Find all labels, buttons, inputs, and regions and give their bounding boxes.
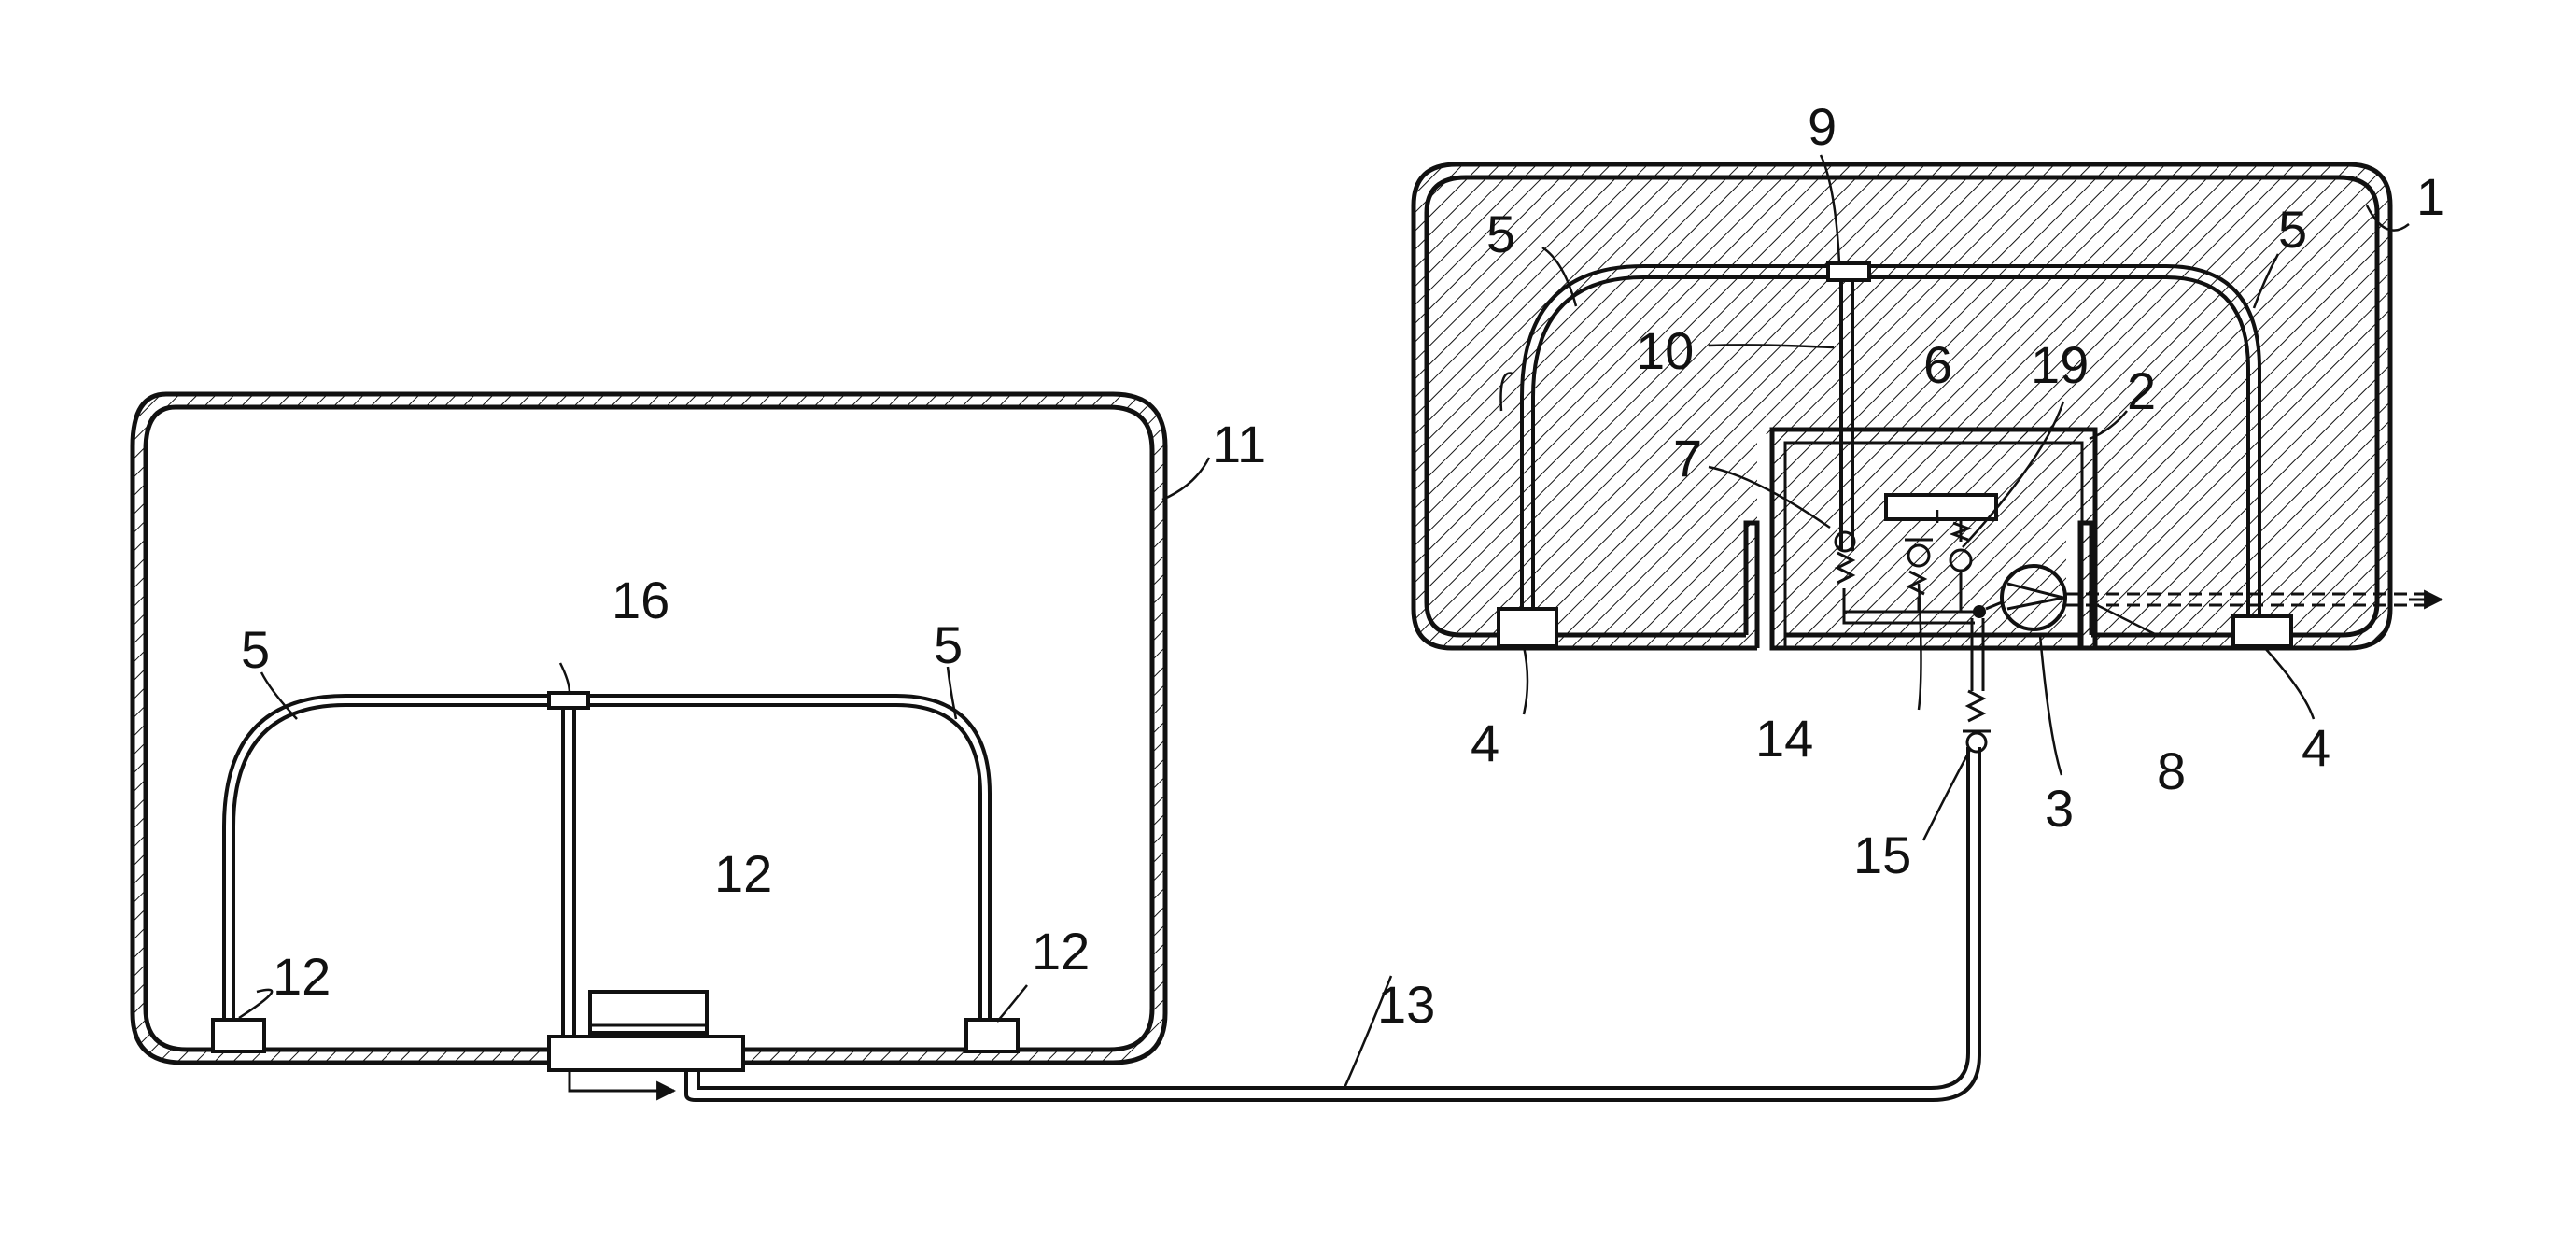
label-7: 7 <box>1673 429 1702 487</box>
base-block <box>549 1037 743 1070</box>
connecting-pipe <box>686 747 1979 1100</box>
label-13: 13 <box>1377 975 1435 1034</box>
foot-right-right-tank <box>2233 616 2291 646</box>
label-4-right: 4 <box>2302 718 2330 777</box>
label-1: 1 <box>2416 167 2445 226</box>
label-15: 15 <box>1853 826 1911 884</box>
sensor <box>1886 495 1996 519</box>
label-6: 6 <box>1923 335 1952 394</box>
label-16: 16 <box>612 571 669 629</box>
label-12-center: 12 <box>714 844 772 903</box>
tank-right <box>1414 164 2390 648</box>
label-2: 2 <box>2127 361 2156 420</box>
label-5-rt-left: 5 <box>1486 205 1515 263</box>
foot-left-left-tank <box>213 1020 264 1051</box>
label-11: 11 <box>1212 415 1266 473</box>
label-9: 9 <box>1808 97 1837 156</box>
label-10: 10 <box>1636 321 1694 380</box>
label-12-left: 12 <box>273 947 331 1006</box>
foot-right-left-tank <box>966 1020 1018 1051</box>
tee-left <box>549 693 588 708</box>
foot-left-right-tank <box>1499 609 1556 646</box>
label-14: 14 <box>1755 709 1813 768</box>
label-5-lt-right: 5 <box>934 615 963 674</box>
label-5-rt-right: 5 <box>2278 200 2307 259</box>
label-5-lt-left: 5 <box>241 620 270 679</box>
check-valve <box>1967 733 1986 752</box>
label-4-left: 4 <box>1471 713 1499 772</box>
label-8: 8 <box>2157 741 2186 800</box>
label-12-right: 12 <box>1032 922 1090 981</box>
label-3: 3 <box>2045 779 2074 838</box>
label-19: 19 <box>2031 335 2089 394</box>
tee-right <box>1828 263 1869 280</box>
left-tank-pipes <box>224 693 990 1037</box>
